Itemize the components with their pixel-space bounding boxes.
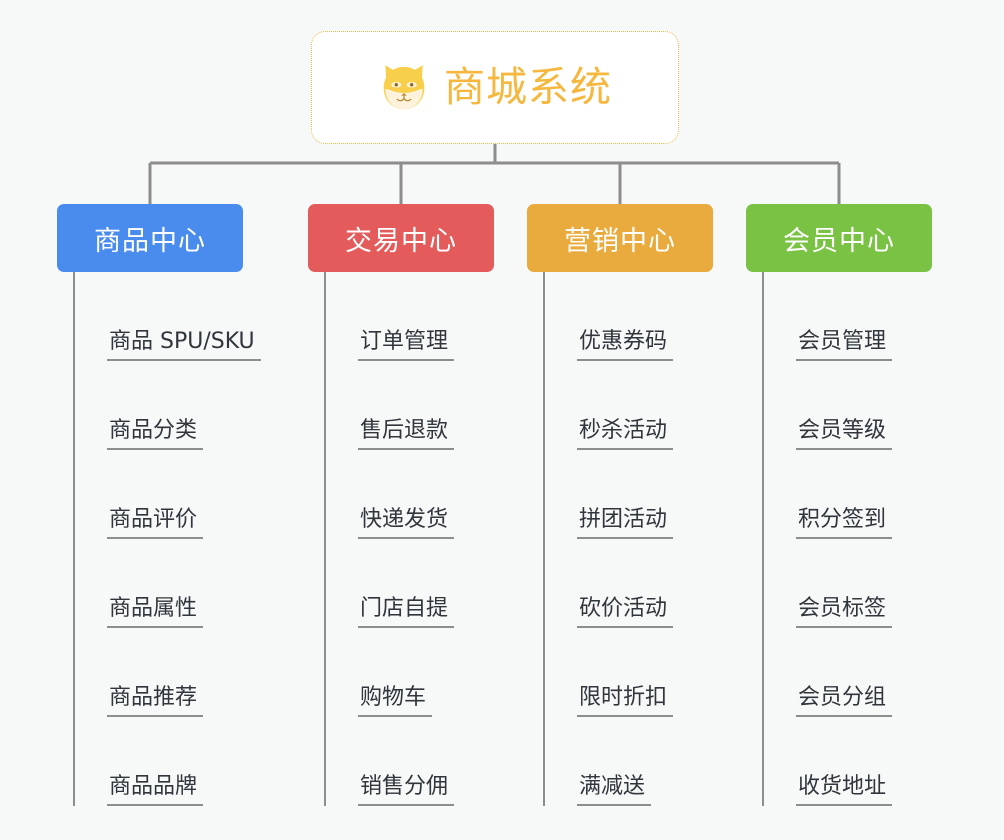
leaf-label: 限时折扣	[577, 685, 674, 717]
shiba-dog-face-icon	[383, 64, 425, 109]
branch-title-3: 营销中心	[564, 225, 676, 257]
list-item[interactable]: 订单管理	[326, 272, 498, 361]
list-item[interactable]: 收货地址	[764, 717, 936, 806]
leaf-label: 会员等级	[796, 418, 893, 450]
leaf-label: 订单管理	[358, 329, 455, 361]
leaf-label: 会员分组	[796, 685, 893, 717]
leaf-label: 商品品牌	[107, 774, 204, 806]
list-item[interactable]: 商品推荐	[75, 628, 247, 717]
leaf-label: 商品 SPU/SKU	[107, 329, 261, 361]
leaf-label: 满减送	[577, 774, 652, 806]
list-item[interactable]: 会员等级	[764, 361, 936, 450]
list-item[interactable]: 商品品牌	[75, 717, 247, 806]
list-item[interactable]: 限时折扣	[545, 628, 717, 717]
leaf-label: 积分签到	[796, 507, 893, 539]
branch-header-4[interactable]: 会员中心	[746, 204, 932, 272]
list-item[interactable]: 优惠券码	[545, 272, 717, 361]
branch-items-2: 订单管理 售后退款 快递发货 门店自提 购物车 销售分佣	[324, 272, 498, 806]
leaf-label: 商品推荐	[107, 685, 204, 717]
leaf-label: 销售分佣	[358, 774, 455, 806]
list-item[interactable]: 秒杀活动	[545, 361, 717, 450]
branch-items-3: 优惠券码 秒杀活动 拼团活动 砍价活动 限时折扣 满减送	[543, 272, 717, 806]
branch-column-2: 交易中心 订单管理 售后退款 快递发货 门店自提 购物车 销售分佣	[308, 204, 498, 806]
leaf-label: 砍价活动	[577, 596, 674, 628]
branch-header-1[interactable]: 商品中心	[57, 204, 243, 272]
branch-header-3[interactable]: 营销中心	[527, 204, 713, 272]
branch-header-2[interactable]: 交易中心	[308, 204, 494, 272]
list-item[interactable]: 会员管理	[764, 272, 936, 361]
branch-items-4: 会员管理 会员等级 积分签到 会员标签 会员分组 收货地址	[762, 272, 936, 806]
leaf-label: 快递发货	[358, 507, 455, 539]
branch-title-4: 会员中心	[783, 225, 895, 257]
branch-title-1: 商品中心	[94, 225, 206, 257]
list-item[interactable]: 商品属性	[75, 539, 247, 628]
list-item[interactable]: 商品分类	[75, 361, 247, 450]
root-title: 商城系统	[444, 63, 612, 111]
list-item[interactable]: 商品评价	[75, 450, 247, 539]
list-item[interactable]: 商品 SPU/SKU	[75, 272, 261, 361]
list-item[interactable]: 拼团活动	[545, 450, 717, 539]
leaf-label: 购物车	[358, 685, 433, 717]
list-item[interactable]: 满减送	[545, 717, 717, 806]
leaf-label: 秒杀活动	[577, 418, 674, 450]
leaf-label: 售后退款	[358, 418, 455, 450]
list-item[interactable]: 购物车	[326, 628, 498, 717]
branch-title-2: 交易中心	[345, 225, 457, 257]
list-item[interactable]: 积分签到	[764, 450, 936, 539]
leaf-label: 商品属性	[107, 596, 204, 628]
leaf-label: 会员管理	[796, 329, 893, 361]
list-item[interactable]: 会员分组	[764, 628, 936, 717]
list-item[interactable]: 门店自提	[326, 539, 498, 628]
leaf-label: 收货地址	[796, 774, 893, 806]
branch-column-3: 营销中心 优惠券码 秒杀活动 拼团活动 砍价活动 限时折扣 满减送	[527, 204, 717, 806]
list-item[interactable]: 砍价活动	[545, 539, 717, 628]
leaf-label: 拼团活动	[577, 507, 674, 539]
list-item[interactable]: 销售分佣	[326, 717, 498, 806]
root-node[interactable]: 商城系统	[311, 31, 679, 144]
branch-column-4: 会员中心 会员管理 会员等级 积分签到 会员标签 会员分组 收货地址	[746, 204, 936, 806]
leaf-label: 门店自提	[358, 596, 455, 628]
list-item[interactable]: 售后退款	[326, 361, 498, 450]
leaf-label: 商品评价	[107, 507, 204, 539]
list-item[interactable]: 快递发货	[326, 450, 498, 539]
leaf-label: 优惠券码	[577, 329, 674, 361]
branch-items-1: 商品 SPU/SKU 商品分类 商品评价 商品属性 商品推荐 商品品牌	[73, 272, 261, 806]
list-item[interactable]: 会员标签	[764, 539, 936, 628]
leaf-label: 商品分类	[107, 418, 204, 450]
leaf-label: 会员标签	[796, 596, 893, 628]
branch-column-1: 商品中心 商品 SPU/SKU 商品分类 商品评价 商品属性 商品推荐 商品品牌	[57, 204, 261, 806]
